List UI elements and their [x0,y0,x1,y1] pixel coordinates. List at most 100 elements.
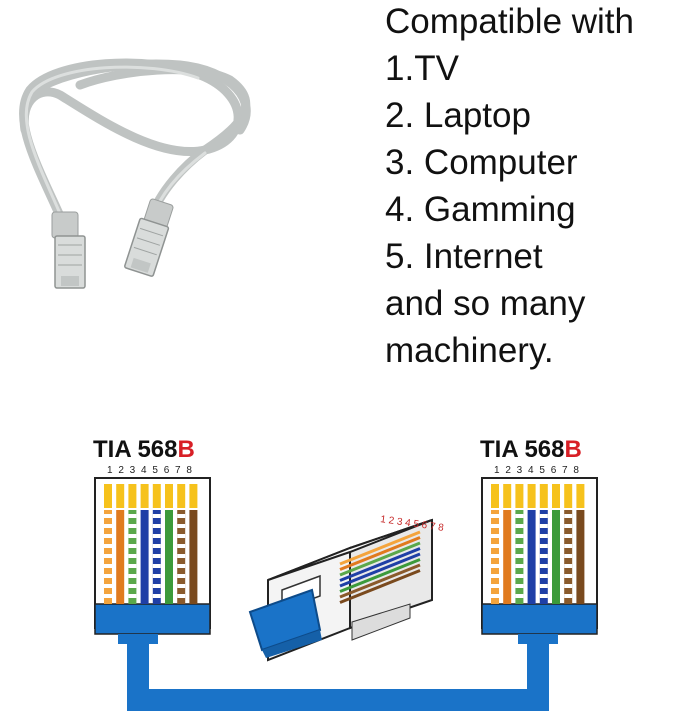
right-wire-stripe [539,584,548,588]
right-wire-stripe [491,524,499,528]
left-wire-stripe [128,514,137,518]
left-wire-stripe [128,564,137,568]
right-wire-stripe [515,534,524,538]
right-wire-2 [503,510,512,604]
left-wire-4 [140,510,149,604]
left-wire-stripe [152,584,161,588]
plug-wire-8 [339,569,421,604]
compat-item-tv: 1.TV [385,49,459,88]
left-wire-2 [116,510,125,604]
left-pin-3 [128,484,137,508]
right-wire-stripe [515,564,524,568]
right-wire-stripe [564,594,573,598]
right-standard-label: TIA 568B [480,436,582,464]
left-wire-stripe [177,584,186,588]
right-wire-stripe [491,564,499,568]
left-wire-stripe [104,574,112,578]
left-wire-stripe [152,594,161,598]
compat-item-machinery: machinery. [385,331,554,370]
left-pin-5 [152,484,161,508]
right-wire-stripe [564,554,573,558]
left-wire-stripe [128,574,137,578]
right-wire-stripe [491,544,499,548]
compat-item-laptop: 2. Laptop [385,96,531,135]
right-wire-stripe [564,534,573,538]
right-standard-suffix: B [564,436,582,463]
left-wire-stripe [104,534,112,538]
left-wire-stripe [152,544,161,548]
right-wire-stripe [515,544,524,548]
left-pin-6 [165,484,173,508]
left-wire-stripe [177,534,186,538]
right-pin-6 [552,484,560,508]
left-wire-stripe [128,544,137,548]
right-wire-stripe [539,534,548,538]
right-wire-stripe [539,554,548,558]
left-connector [94,477,211,644]
left-wire-stripe [104,564,112,568]
compat-item-more: and so many [385,284,586,323]
right-wire-stripe [539,594,548,598]
left-wire-stripe [104,524,112,528]
left-standard-label: TIA 568B [93,436,195,464]
right-wire-stripe [515,574,524,578]
right-wire-stripe [539,544,548,548]
left-wire-6 [165,510,173,604]
left-wire-stripe [152,534,161,538]
left-wire-8 [189,510,198,604]
right-wire-stripe [564,584,573,588]
left-wire-stripe [152,514,161,518]
left-wire-stripe [128,534,137,538]
plug-wire-4 [339,547,421,582]
compat-item-computer: 3. Computer [385,143,578,182]
right-wire-stripe [515,554,524,558]
right-wire-stripe [564,564,573,568]
right-wire-stripe [515,524,524,528]
compat-heading: Compatible with [385,2,634,41]
left-wire-stripe [152,524,161,528]
left-wire-stripe [128,584,137,588]
right-wire-stripe [491,584,499,588]
left-wire-stripe [177,594,186,598]
plug-wire-6 [339,558,421,593]
left-pin-8 [189,484,198,508]
compat-item-gaming: 4. Gamming [385,190,576,229]
plug-wire-1 [339,530,421,566]
right-wire-stripe [515,594,524,598]
left-wire-stripe [128,594,137,598]
left-wire-stripe [177,514,186,518]
left-pin-7 [177,484,186,508]
right-rj45-plug-photo [124,198,174,277]
left-pin-4 [140,484,149,508]
left-wire-stripe [177,554,186,558]
right-wire-stripe [515,584,524,588]
right-wire-stripe [491,554,499,558]
left-wire-stripe [128,524,137,528]
left-rj45-plug-photo [51,211,86,289]
left-standard-suffix: B [177,436,195,463]
compat-item-internet: 5. Internet [385,237,543,276]
left-wire-stripe [177,564,186,568]
right-wire-stripe [491,534,499,538]
right-wire-stripe [491,574,499,578]
cable-link [127,625,549,711]
left-standard-prefix: TIA 568 [93,436,178,463]
plug-wire-7 [339,563,421,599]
left-wire-stripe [104,594,112,598]
left-wire-stripe [152,574,161,578]
right-wire-stripe [564,524,573,528]
right-wire-4 [527,510,536,604]
left-wire-stripe [152,564,161,568]
center-rj45-plug [248,518,433,662]
left-wire-stripe [104,514,112,518]
right-pin-1 [491,484,499,508]
left-wire-stripe [128,554,137,558]
left-wire-stripe [104,554,112,558]
right-pin-7 [564,484,573,508]
left-wire-stripe [104,584,112,588]
plug-wire-5 [339,552,421,588]
right-wire-stripe [564,544,573,548]
left-wire-stripe [177,544,186,548]
